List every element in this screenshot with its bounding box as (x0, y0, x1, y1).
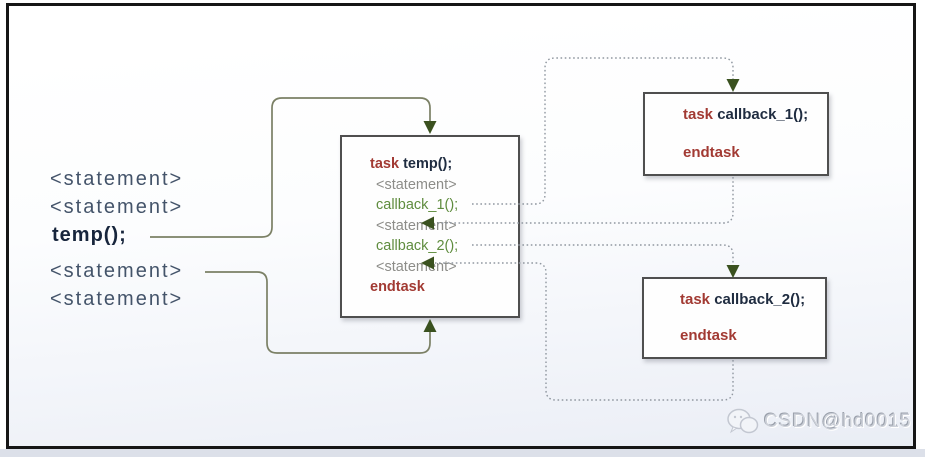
watermark-handle: @hd0015 (821, 411, 912, 432)
caller-temp-call: temp(); (52, 224, 127, 246)
endtask-keyword: endtask (370, 279, 425, 295)
temp-task-box: task temp(); <statement> callback_1(); <… (340, 135, 520, 318)
temp-statement-3: <statement> (376, 258, 457, 275)
callback1-task-box: task callback_1(); endtask (643, 92, 829, 176)
endtask-keyword: endtask (680, 327, 737, 344)
temp-statement-2: <statement> (376, 217, 457, 234)
callback1-call-line: callback_1(); (376, 197, 459, 213)
caller-statement-4: <statement> (50, 288, 184, 310)
caller-statement-3: <statement> (50, 260, 184, 282)
chat-bubbles-icon (727, 408, 759, 434)
task-keyword: task (370, 156, 400, 172)
task-keyword: task (680, 291, 711, 308)
callback1-header: task callback_1(); (683, 106, 808, 123)
temp-statement-1: <statement> (376, 176, 457, 193)
callback2-name: callback_2(); (714, 291, 806, 308)
caller-statement-2: <statement> (50, 196, 184, 218)
endtask-keyword: endtask (683, 144, 740, 161)
watermark: CSDN @hd0015 (726, 407, 912, 437)
watermark-brand: CSDN (764, 411, 822, 432)
temp-task-header: task temp(); (370, 154, 518, 175)
caller-statement-1: <statement> (50, 168, 184, 190)
task-keyword: task (683, 106, 714, 123)
bottom-strip (0, 449, 925, 457)
callback1-name: callback_1(); (717, 106, 809, 123)
callback2-header: task callback_2(); (680, 291, 805, 308)
callback2-task-box: task callback_2(); endtask (642, 277, 827, 359)
temp-task-name: temp(); (403, 156, 453, 172)
callback2-call-line: callback_2(); (376, 238, 459, 254)
